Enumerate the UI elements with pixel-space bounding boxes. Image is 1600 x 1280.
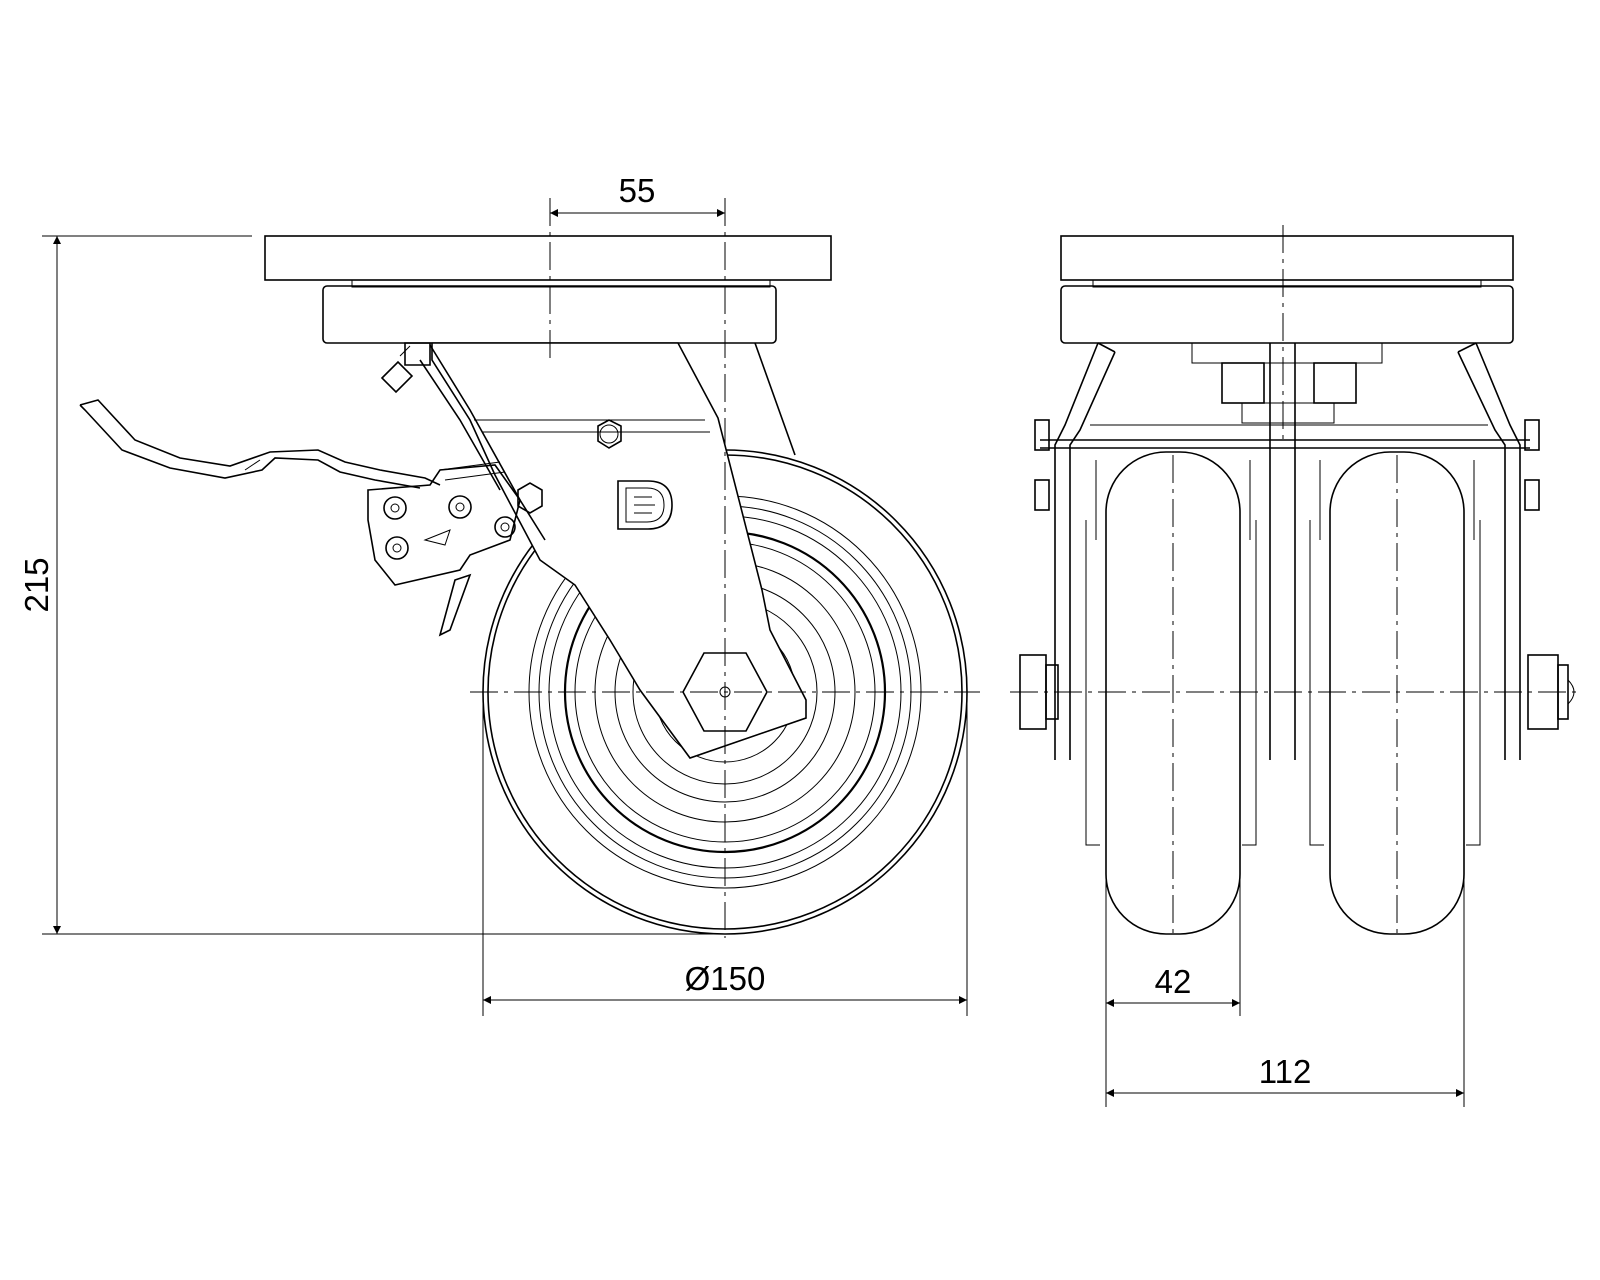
front-top-plate: [1060, 235, 1514, 281]
dimension-offset: 55: [550, 172, 725, 217]
dimension-wheel-width: 42: [1105, 880, 1241, 1016]
front-wheel-left: [1085, 451, 1257, 935]
side-view: 55 215 Ø150: [18, 172, 980, 1016]
dimension-offset-label: 55: [619, 172, 656, 209]
front-fork-right: [1457, 342, 1521, 760]
front-wheel-right: [1309, 451, 1481, 935]
grease-nipple: [380, 342, 431, 394]
dimension-overall-width-label: 112: [1259, 1053, 1312, 1090]
d-logo-icon: [617, 480, 673, 530]
dimension-overall-width: 112: [1105, 880, 1465, 1107]
brake-mechanism: [367, 461, 521, 637]
front-swivel-housing: [1060, 285, 1514, 344]
dimension-wheel-width-label: 42: [1155, 963, 1192, 1000]
yoke-bolt-upper: [597, 419, 622, 449]
yoke-rear: [754, 342, 796, 456]
plate-spacer: [351, 279, 771, 288]
yoke-leg: [431, 342, 807, 759]
dimension-height: 215: [18, 235, 725, 935]
brake-pedal: [79, 399, 441, 489]
dimension-wheel-diameter: Ø150: [482, 692, 968, 1016]
top-plate: [264, 235, 832, 281]
dimension-wheel-diameter-label: Ø150: [685, 960, 766, 997]
dimension-height-label: 215: [18, 557, 55, 612]
brake-link: [419, 344, 546, 541]
front-fork-left: [1054, 342, 1116, 760]
front-view: 42 112: [1010, 225, 1580, 1107]
